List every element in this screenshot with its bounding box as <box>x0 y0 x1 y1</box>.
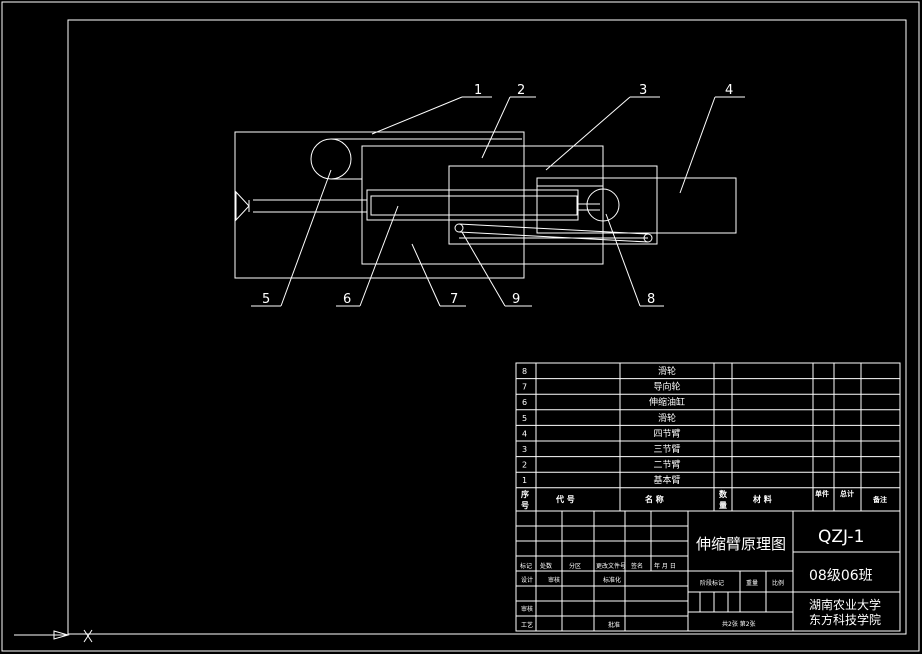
svg-text:工艺: 工艺 <box>521 621 533 629</box>
svg-text:签名: 签名 <box>631 562 643 570</box>
part-name: 导向轮 <box>653 381 680 393</box>
callout-2: 2 <box>517 83 525 98</box>
ucs-icon <box>14 629 93 643</box>
svg-text:年 月 日: 年 月 日 <box>654 562 676 570</box>
hdr-total: 总计 <box>840 489 854 498</box>
svg-text:分区: 分区 <box>569 562 581 570</box>
hdr-qty: 数 <box>719 489 728 499</box>
svg-text:更改文件号: 更改文件号 <box>596 562 626 570</box>
hdr-name: 名 称 <box>645 494 664 504</box>
callout-3: 3 <box>639 83 647 98</box>
callout-7: 7 <box>450 292 458 307</box>
svg-text:审核: 审核 <box>548 576 560 584</box>
svg-text:号: 号 <box>521 501 529 510</box>
callout-6: 6 <box>343 292 351 307</box>
svg-text:比例: 比例 <box>772 579 784 587</box>
part-number: 1 <box>522 476 527 485</box>
part-number: 4 <box>522 429 527 438</box>
svg-text:标记: 标记 <box>520 562 532 570</box>
pulley-8 <box>586 188 620 222</box>
inner-frame <box>67 19 907 635</box>
callout-9: 9 <box>512 292 520 307</box>
cylinder-body <box>366 189 579 221</box>
callout-5: 5 <box>262 292 270 307</box>
drawing-title: 伸缩臂原理图 <box>696 535 786 553</box>
telescopic-boom-diagram: 1 2 3 4 5 6 7 9 8 <box>234 83 745 307</box>
title-block: 伸缩臂原理图 QZJ-1 08级06班 湖南农业大学 东方科技学院 标记 处数 … <box>515 510 901 632</box>
hdr-code: 代 号 <box>555 494 575 504</box>
svg-text:标准化: 标准化 <box>603 576 621 584</box>
class-name: 08级06班 <box>809 568 873 584</box>
school-line2: 东方科技学院 <box>809 612 881 627</box>
hdr-unit: 单件 <box>815 489 829 498</box>
callout-1: 1 <box>474 83 482 98</box>
svg-text:设计: 设计 <box>521 576 533 584</box>
part-name: 基本臂 <box>653 474 680 486</box>
svg-text:量: 量 <box>719 500 727 510</box>
part-number: 6 <box>522 398 527 407</box>
part-name: 三节臂 <box>653 443 680 455</box>
svg-text:重量: 重量 <box>746 579 758 587</box>
svg-text:共2张 第2张: 共2张 第2张 <box>722 620 756 628</box>
part-name: 二节臂 <box>653 459 680 471</box>
hdr-seq: 序 <box>521 489 529 499</box>
part-number: 5 <box>522 414 527 423</box>
part-name: 四节臂 <box>653 427 680 439</box>
part-number: 7 <box>522 383 527 392</box>
part-number: 8 <box>522 367 527 376</box>
drawing-code: QZJ-1 <box>818 527 864 547</box>
pulley-5 <box>310 138 352 180</box>
part-name: 滑轮 <box>658 365 676 377</box>
hdr-material: 材 料 <box>753 494 772 504</box>
guide-wheel <box>454 223 464 233</box>
svg-text:批准: 批准 <box>608 621 620 629</box>
part-number: 3 <box>522 445 527 454</box>
svg-text:阶段标记: 阶段标记 <box>700 579 724 587</box>
second-arm <box>361 145 604 265</box>
base-arm <box>234 131 525 279</box>
callout-4: 4 <box>725 83 733 98</box>
svg-text:处数: 处数 <box>540 562 552 570</box>
hdr-remark: 备注 <box>872 495 887 504</box>
svg-text:审核: 审核 <box>521 605 533 613</box>
third-arm <box>448 165 658 245</box>
part-name: 滑轮 <box>658 412 676 424</box>
callout-8: 8 <box>647 292 655 307</box>
part-name: 伸缩油缸 <box>649 396 685 408</box>
school-line1: 湖南农业大学 <box>809 597 881 612</box>
part-number: 2 <box>522 461 527 470</box>
